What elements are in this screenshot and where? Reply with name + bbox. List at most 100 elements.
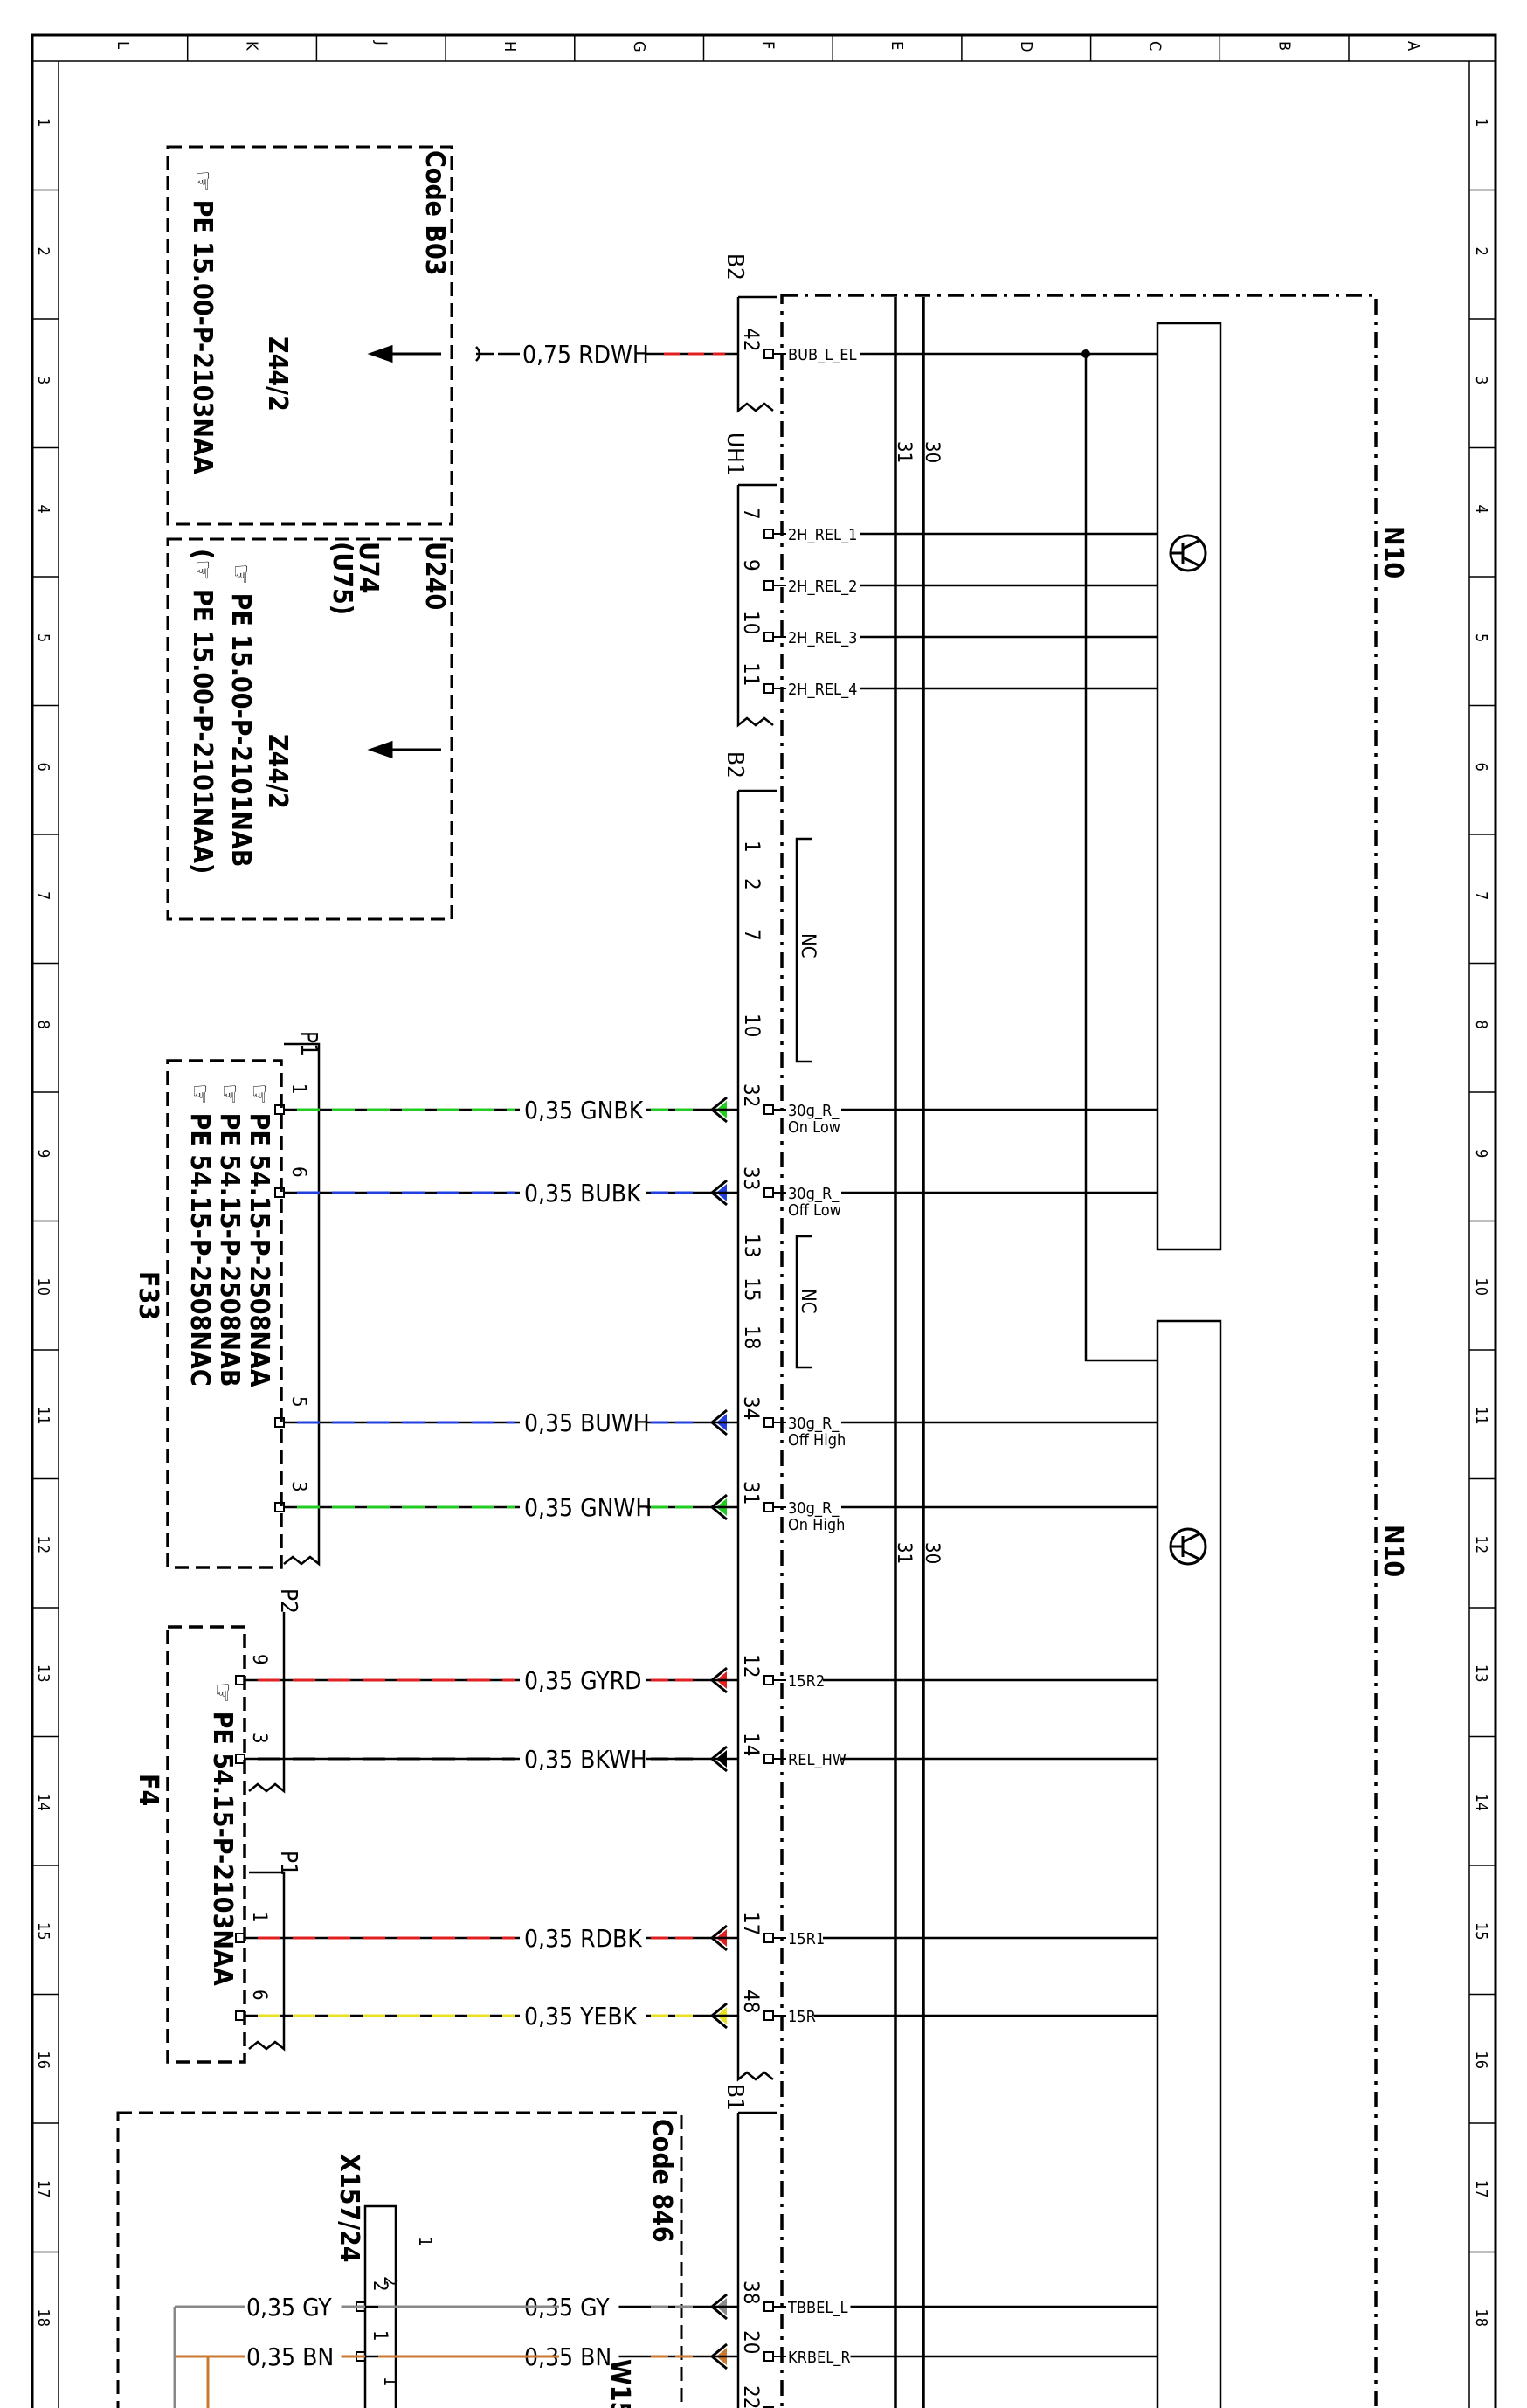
column-marker: G xyxy=(630,41,648,52)
signal-name: 15R xyxy=(788,2008,816,2026)
pin-terminal xyxy=(764,1104,774,1115)
signal-name-sub: Off High xyxy=(788,1431,846,1450)
row-marker: 4 xyxy=(34,505,52,514)
source-pin-number: 6 xyxy=(287,1166,309,1178)
row-marker: 12 xyxy=(1472,1536,1490,1554)
transistor-icon xyxy=(1169,1527,1207,1566)
pin-terminal xyxy=(764,529,774,539)
row-marker: 17 xyxy=(34,2180,52,2198)
f33-box: ☞ PE 54.15-P-2508NAA ☞ PE 54.15-P-2508NA… xyxy=(133,1031,321,1569)
pin-number: 9 xyxy=(739,559,764,571)
source-pin-number: 2 xyxy=(369,2280,390,2292)
signal-name: 2H_REL_4 xyxy=(788,681,857,699)
wire-label: 0,35 GNWH xyxy=(524,1493,652,1522)
pin-number: 22 xyxy=(739,2385,764,2408)
signal-name: 30g_R_ xyxy=(788,1185,840,1203)
rail-31-label: 31 xyxy=(893,1542,915,1564)
wire-label-left: 0,35 GY xyxy=(246,2293,332,2322)
signal-name: BUB_L_EL xyxy=(788,346,857,364)
nc-pin: 13 xyxy=(740,1234,764,1257)
pin-terminal xyxy=(764,683,774,694)
wire-label: 0,35 GNBK xyxy=(524,1096,645,1124)
n10-top-label: N10 xyxy=(1378,526,1408,578)
row-marker: 16 xyxy=(1472,2052,1490,2070)
pin-number: 33 xyxy=(739,1166,764,1190)
ref-arrow-icon xyxy=(367,740,441,759)
row-marker: 4 xyxy=(1472,505,1490,514)
row-marker: 18 xyxy=(1472,2309,1490,2328)
pin-terminal xyxy=(274,1187,285,1198)
row-marker: 9 xyxy=(1472,1149,1490,1158)
row-marker: 11 xyxy=(1472,1407,1490,1425)
pin-terminal xyxy=(235,1933,245,1943)
row-marker: 11 xyxy=(34,1407,52,1425)
row-marker: 2 xyxy=(34,247,52,256)
pin-terminal xyxy=(764,2406,774,2408)
row-marker: 5 xyxy=(34,633,52,642)
row-marker: 1 xyxy=(1472,118,1490,127)
pin-terminal xyxy=(764,2351,774,2362)
row-marker: 3 xyxy=(34,376,52,384)
signal-name: 2H_REL_2 xyxy=(788,578,857,596)
signal-name: 15R1 xyxy=(788,1930,825,1948)
u240-doc2: (☞ PE 15.00-P-2101NAA) xyxy=(187,549,218,874)
u240-box: U240 U74 (U75) ☞ PE 15.00-P-2101NAB (☞ P… xyxy=(166,537,453,921)
f4-name: F4 xyxy=(133,1774,163,1806)
wire-label: 0,75 RDWH xyxy=(522,340,649,369)
pin-terminal xyxy=(235,1675,245,1685)
pin-number: 17 xyxy=(739,1912,764,1935)
row-marker: 8 xyxy=(1472,1021,1490,1029)
pin-terminal xyxy=(764,1675,774,1685)
pin-number: 42 xyxy=(739,328,764,351)
wire-label: 0,35 GYRD xyxy=(524,1666,641,1695)
code-846-title: Code 846 xyxy=(646,2119,677,2243)
pin-terminal xyxy=(764,1502,774,1512)
signal-name: 15R2 xyxy=(788,1672,825,1691)
row-marker: 18 xyxy=(34,2309,52,2328)
row-marker: 14 xyxy=(1472,1794,1490,1812)
nc-pin: 1 xyxy=(740,841,764,853)
wire-label: 0,35 YEBK xyxy=(524,2002,639,2031)
row-marker: 13 xyxy=(1472,1664,1490,1683)
column-marker: H xyxy=(501,41,519,52)
pin-terminal xyxy=(764,1933,774,1943)
pin-terminal xyxy=(764,580,774,591)
pin-terminal xyxy=(764,1754,774,1764)
code-846-box: Code 846 X157/24 W15/ xyxy=(116,2111,683,2408)
row-marker: 6 xyxy=(34,763,52,772)
nc-pin: 18 xyxy=(740,1325,764,1349)
row-marker: 7 xyxy=(34,891,52,900)
signal-name: 30g_R_ xyxy=(788,1415,840,1433)
row-marker: 14 xyxy=(34,1794,52,1812)
nc-pin: 2 xyxy=(740,878,764,890)
nc-group-a: NC 1 2 7 10 xyxy=(740,837,819,1063)
break-icon xyxy=(475,346,494,362)
x157-pin: 1 xyxy=(380,2377,401,2386)
source-pin-number: 3 xyxy=(287,1481,309,1492)
signal-name: 30g_R_ xyxy=(788,1102,840,1120)
column-marker: E xyxy=(888,41,906,50)
nc-pin: 10 xyxy=(740,1014,764,1037)
f33-name: F33 xyxy=(133,1271,163,1320)
row-marker: 10 xyxy=(34,1278,52,1297)
b1-label: B1 xyxy=(722,2084,748,2111)
signal-name: 30g_R_ xyxy=(788,1499,840,1518)
pin-terminal xyxy=(764,1417,774,1428)
pin-terminal xyxy=(764,1187,774,1198)
row-marker: 16 xyxy=(34,2052,52,2070)
row-marker: 6 xyxy=(1472,763,1490,772)
code-b03-ref: Z44/2 xyxy=(262,336,293,412)
w15-label: W15/ xyxy=(605,2359,635,2408)
pin-terminal xyxy=(274,1417,285,1428)
pin-terminal xyxy=(235,2010,245,2021)
source-pin-number: 6 xyxy=(248,1989,270,2001)
signal-name: 2H_REL_3 xyxy=(788,629,857,647)
nc-pin: 15 xyxy=(740,1277,764,1301)
